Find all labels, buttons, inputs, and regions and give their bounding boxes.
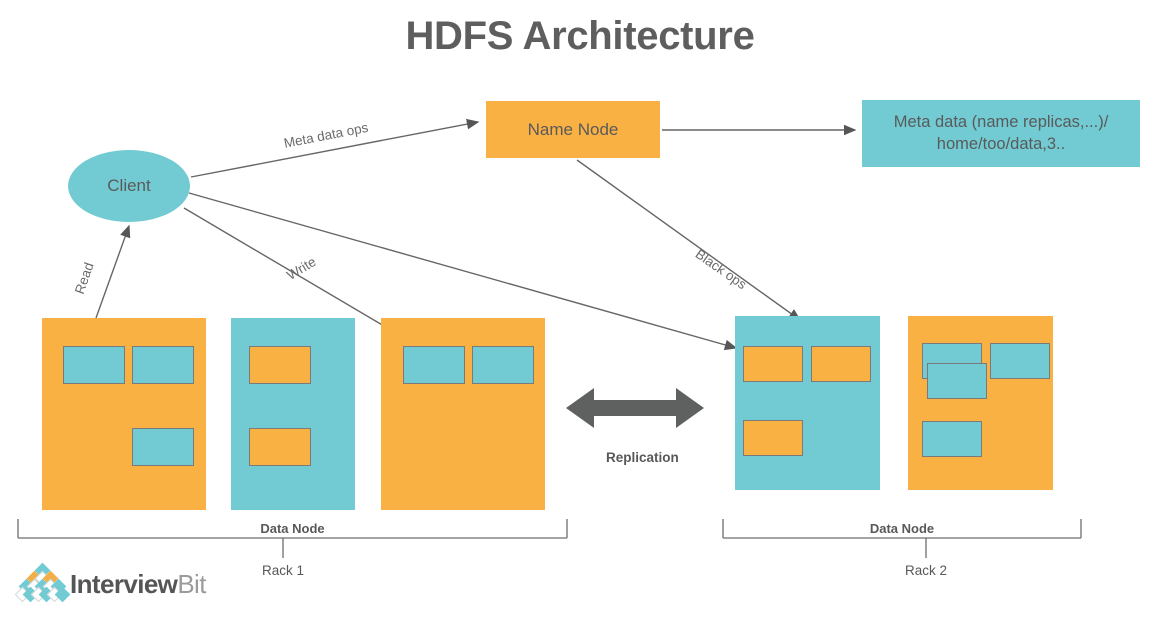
rack2-label: Rack 2 [904,563,948,578]
block[interactable] [743,420,803,456]
rack2-data-node-label: Data Node [869,521,935,536]
rack1-data-node-label: Data Node [260,521,325,536]
block[interactable] [249,346,311,384]
edge-datanode-read-to-client [95,224,131,319]
interviewbit-logo: InterviewBit [14,562,208,609]
data-node-2[interactable] [231,318,355,510]
block[interactable] [403,346,465,384]
block[interactable] [132,428,194,466]
edge-label-meta-data-ops: Meta data ops [282,119,370,151]
block[interactable] [743,346,803,382]
edge-label-read: Read [71,260,97,296]
replication-label: Replication [606,450,679,465]
block[interactable] [472,346,534,384]
block[interactable] [927,363,987,399]
replication-arrow [566,388,704,428]
data-node-3[interactable] [381,318,545,510]
edge-label-black-ops: Black ops [692,246,750,293]
edge-label-write: Write [284,253,319,283]
data-node-5[interactable] [908,316,1053,490]
page-title: HDFS Architecture [405,14,755,58]
block[interactable] [990,343,1050,379]
logo-wordmark-bold: Interview [70,569,178,599]
block[interactable] [249,428,311,466]
logo-wordmark-light: Bit [177,569,206,599]
data-node-1[interactable] [42,318,206,510]
name-node-box[interactable]: Name Node [486,101,660,158]
logo-wordmark: InterviewBit [70,569,206,600]
block[interactable] [132,346,194,384]
block[interactable] [63,346,125,384]
block[interactable] [922,421,982,457]
rack1-label: Rack 1 [261,563,305,578]
block[interactable] [811,346,871,382]
data-node-4[interactable] [735,316,880,490]
meta-data-box[interactable]: Meta data (name replicas,...)/ home/too/… [862,100,1140,167]
edge-namenode-to-datanode-block-ops [576,159,802,321]
client-node[interactable]: Client [68,150,190,222]
